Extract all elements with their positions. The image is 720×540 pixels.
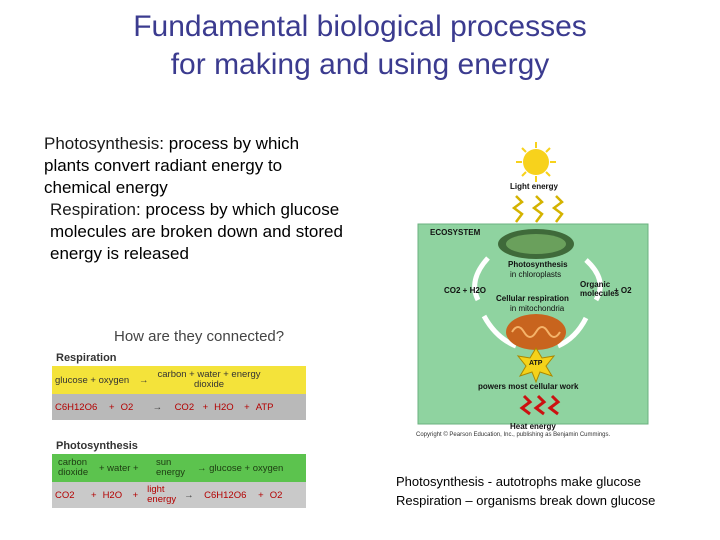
title-line-1: Fundamental biological processes <box>133 10 587 43</box>
photo-light-energy: light energy <box>141 485 181 505</box>
photo-sun-energy: sun energy <box>150 458 194 478</box>
respiration-formula: C6H12O6 + O2 → CO2 + H2O + ATP <box>52 394 306 420</box>
photo-reactant-co2: carbon dioxide <box>52 458 96 478</box>
resp-products-line1: carbon + water + energy <box>157 369 261 380</box>
photosynthesis-word-equation: carbon dioxide + water + sun energy → gl… <box>52 454 306 482</box>
cycle-arrows-icon <box>472 256 603 349</box>
resp-f-6: H2O <box>214 401 234 413</box>
photo-f-5: energy <box>147 494 177 505</box>
ecosystem-graphics <box>417 142 649 425</box>
organic-molecules-label: Organic molecules <box>580 280 620 298</box>
sun-icon <box>516 142 556 182</box>
heat-energy-arrows-icon <box>519 394 561 416</box>
light-energy-label: Light energy <box>510 182 559 191</box>
respiration-definition: Respiration: process by which glucose mo… <box>44 199 344 265</box>
resp-f-8: ATP <box>255 401 274 413</box>
photo-f-1: + <box>91 489 97 501</box>
ecosystem-label: ECOSYSTEM <box>430 228 481 237</box>
caption-line-1: Photosynthesis - autotrophs make glucose <box>396 474 641 489</box>
photo-f-3: + <box>132 489 139 501</box>
resp-f-7: + <box>244 401 250 413</box>
heat-energy-label: Heat energy <box>510 422 556 431</box>
resp-f-1: + <box>109 401 115 413</box>
copyright-credit: Copyright © Pearson Education, Inc., pub… <box>416 432 611 438</box>
resp-f-0: C6H12O6 <box>55 401 98 413</box>
photo-f-8: + <box>258 489 264 501</box>
caption: Photosynthesis - autotrophs make glucose… <box>396 472 716 510</box>
resp-f-4: CO2 <box>174 401 195 413</box>
connection-table: How are they connected? Respiration gluc… <box>52 328 306 510</box>
photo-sun-line1: sun <box>156 457 172 468</box>
photo-sun-line2: energy <box>156 467 186 478</box>
co2-h2o-label: CO2 + H2O <box>444 286 487 295</box>
respiration-text: : process by which glucose molecules are… <box>50 200 343 263</box>
resp-f-5: + <box>202 401 209 413</box>
photosynthesis-term: Photosynthesis <box>44 134 160 153</box>
photosynthesis-text: : process by which plants convert radian… <box>44 134 300 197</box>
caption-line-2: Respiration – organisms break down gluco… <box>396 493 656 508</box>
ecosystem-diagram: Light energy ECOSYSTEM Photosynthesis in… <box>416 140 652 445</box>
slide-title: Fundamental biological processes for mak… <box>0 8 720 84</box>
photosynthesis-definition: Photosynthesis: process by which plants … <box>44 133 344 199</box>
photo-f-6: → <box>184 489 194 501</box>
photo-co2-line2: dioxide <box>58 467 89 478</box>
photo-f-7: C6H12O6 <box>204 489 247 501</box>
in-mitochondria-label: in mitochondria <box>510 304 565 313</box>
resp-reactants: glucose + oxygen <box>55 374 130 386</box>
photo-f-4: light <box>147 484 165 495</box>
photo-products: → glucose + oxygen <box>197 462 284 474</box>
atp-burst-icon <box>516 347 556 384</box>
photo-water: + water + <box>99 462 139 474</box>
atp-label: ATP <box>529 360 543 367</box>
definitions: Photosynthesis: process by which plants … <box>44 133 344 265</box>
cellular-respiration-label: Cellular respiration <box>496 294 569 303</box>
photo-co2-line1: carbon <box>58 457 88 468</box>
powers-work-label: powers most cellular work <box>478 382 579 391</box>
title-line-2: for making and using energy <box>170 48 550 81</box>
photosynthesis-diagram-label: Photosynthesis <box>508 260 568 269</box>
respiration-label: Respiration <box>56 352 117 364</box>
photosynthesis-label: Photosynthesis <box>56 440 138 452</box>
photo-f-2: H2O <box>102 489 123 501</box>
connection-heading: How are they connected? <box>114 328 285 345</box>
resp-products: carbon + water + energy dioxide <box>152 370 267 390</box>
resp-products-line2: dioxide <box>193 379 225 390</box>
resp-arrow: → <box>139 374 149 386</box>
photo-f-0: CO2 <box>55 489 75 501</box>
photosynthesis-formula: CO2 + H2O + light energy → C6H12O6 + O2 <box>52 482 306 508</box>
in-chloroplasts-label: in chloroplasts <box>510 270 562 279</box>
resp-f-3: → <box>152 401 163 413</box>
respiration-term: Respiration <box>50 200 136 219</box>
resp-f-2: O2 <box>120 401 134 413</box>
light-energy-arrows-icon <box>511 195 564 223</box>
plus-o2-label: + O2 <box>614 286 632 295</box>
respiration-word-equation: glucose + oxygen → carbon + water + ener… <box>52 366 306 394</box>
photo-f-9: O2 <box>269 489 283 501</box>
